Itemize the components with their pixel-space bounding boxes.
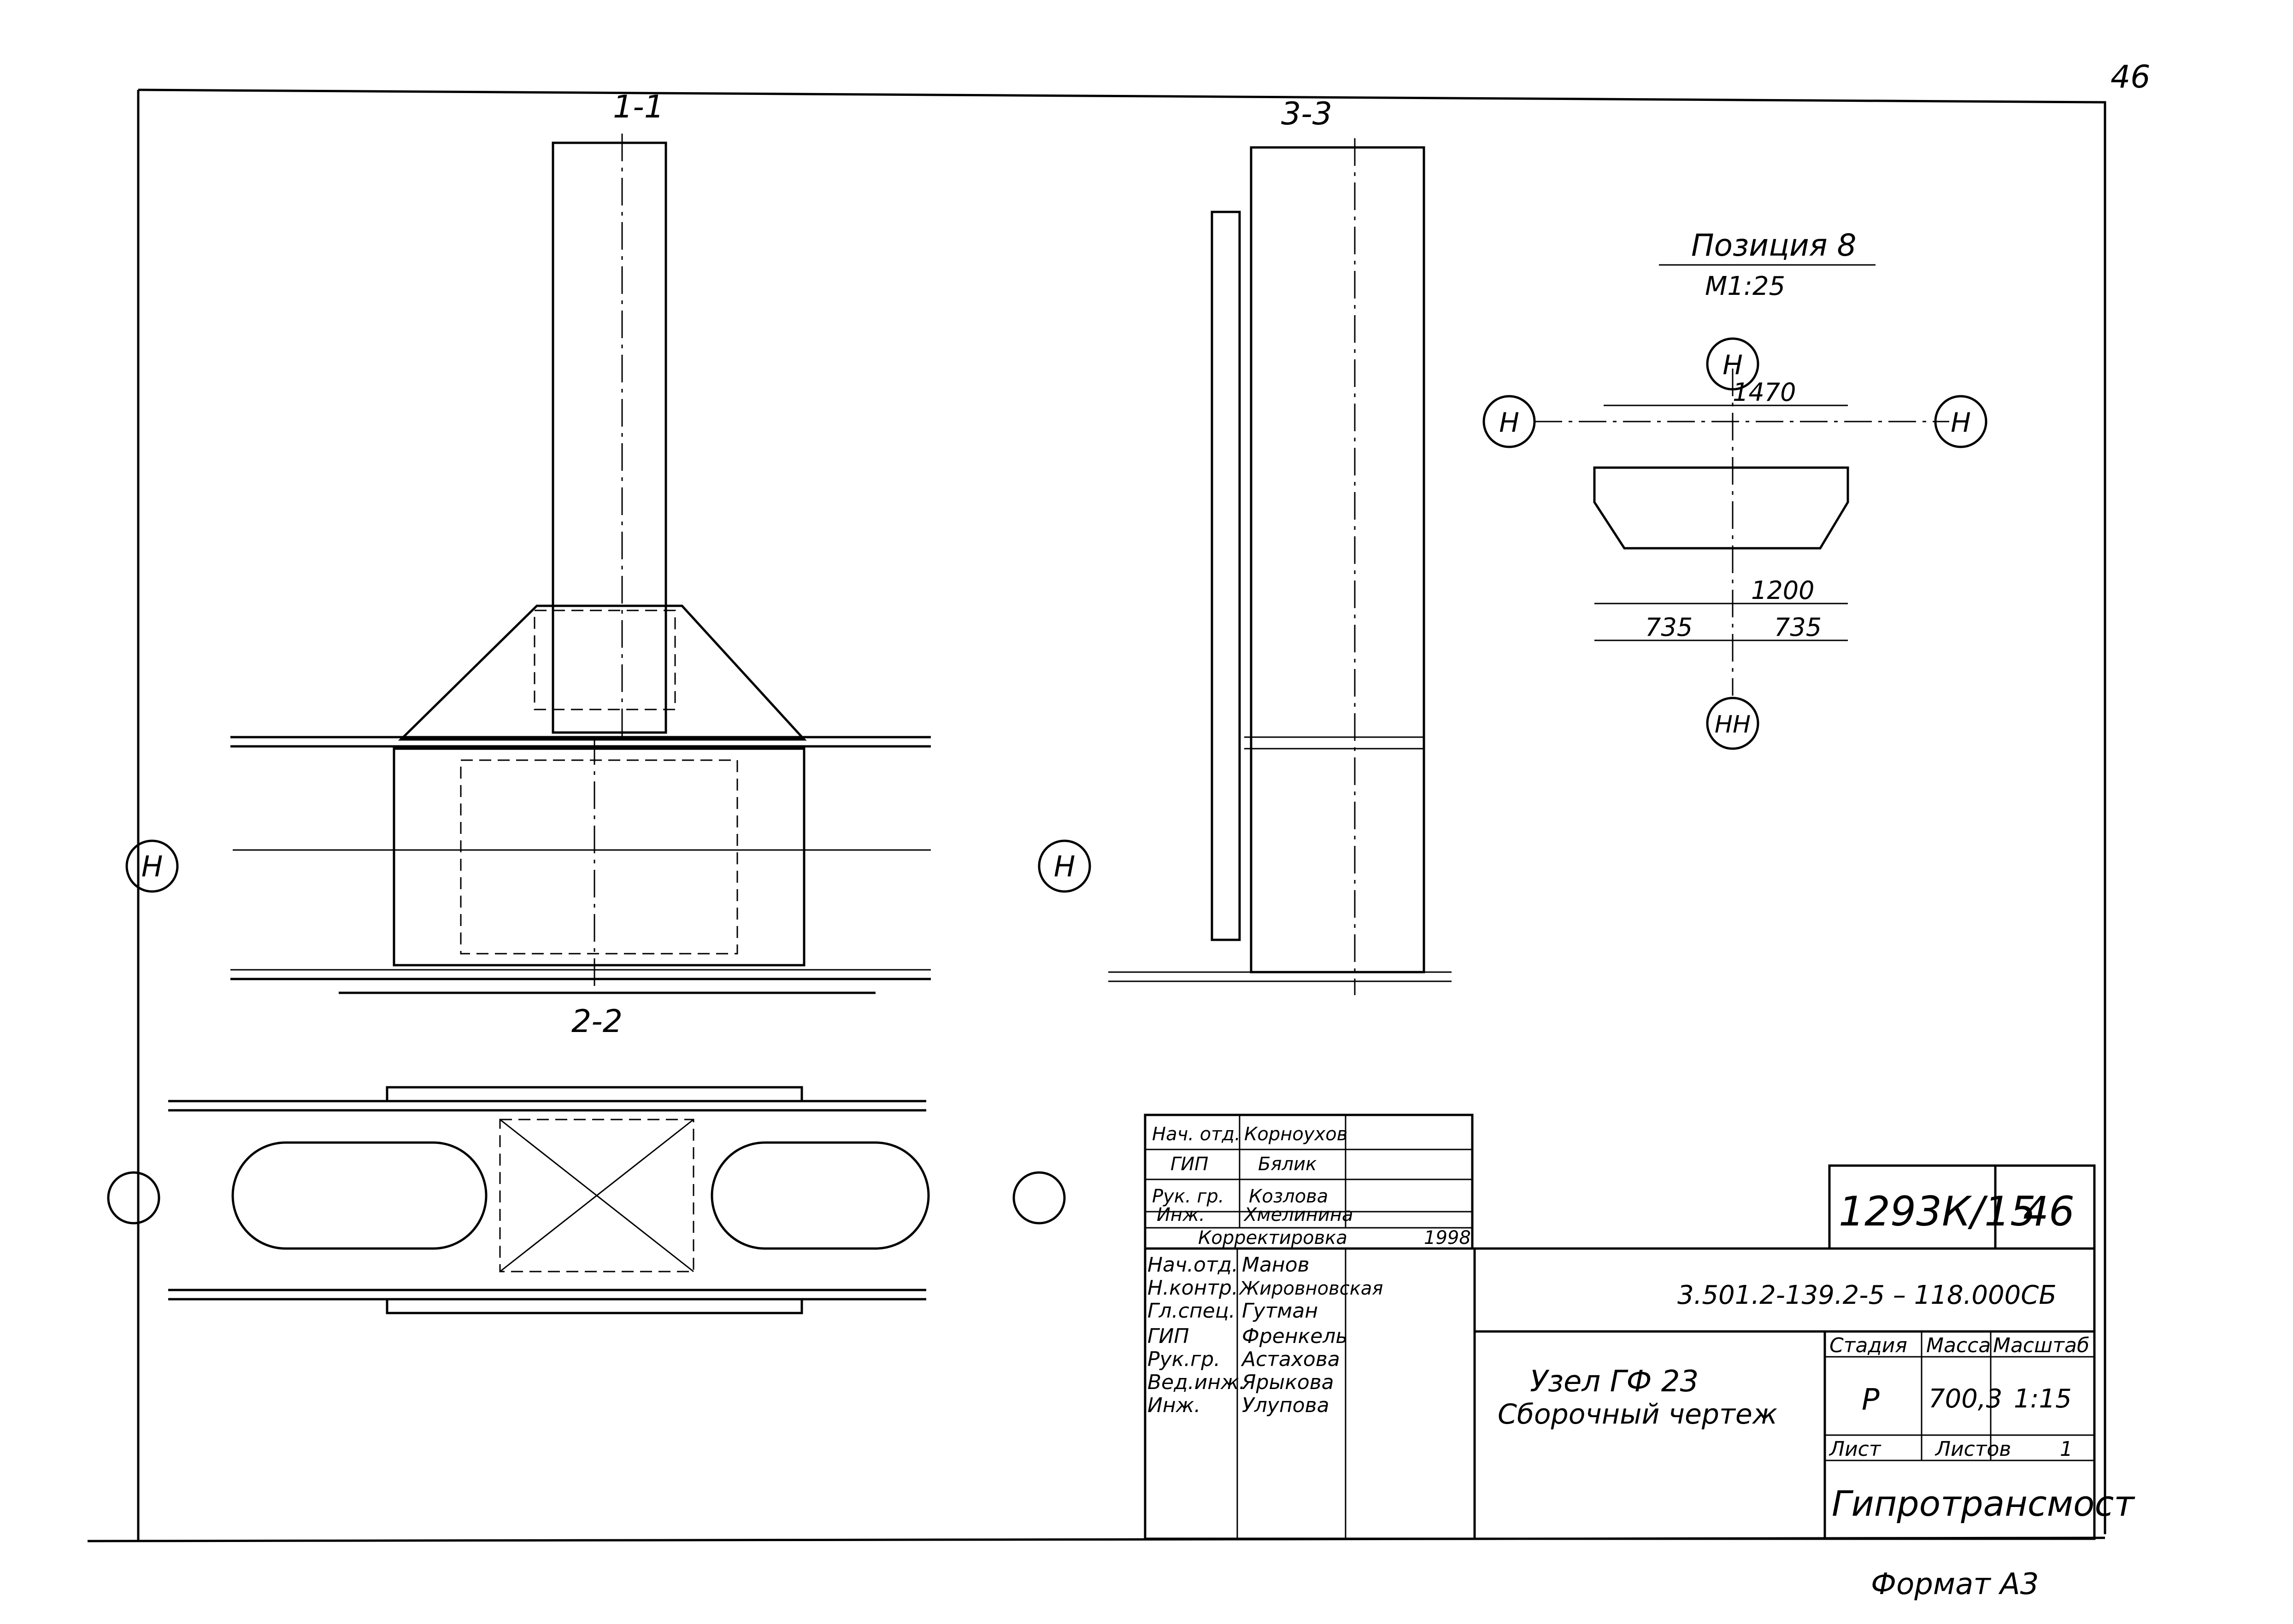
drawing-title-line1: Узел ГФ 23: [1530, 1365, 1699, 1399]
page-number: 46: [2111, 59, 2151, 95]
sig-name-1: Жировновская: [1238, 1278, 1383, 1299]
axis-label-left: Н: [141, 850, 163, 883]
sig-top-name-3: Хмелинина: [1243, 1204, 1353, 1225]
pos8-axis-top: Н: [1723, 349, 1743, 381]
section-1-1-title: 1-1: [613, 89, 664, 125]
document-code: 3.501.2-139.2-5 – 118.000СБ: [1677, 1280, 2057, 1310]
sig-name-6: Улупова: [1242, 1394, 1329, 1417]
section-2-2-title: 2-2: [571, 1003, 623, 1040]
scale-label: Масштаб: [1993, 1334, 2089, 1357]
sheets-label: Листов: [1934, 1437, 2011, 1461]
axis-markers: Н Н: [107, 839, 1091, 1225]
title-block: Нач. отд. Корноухов ГИП Бялик Рук. гр. К…: [1144, 1114, 2135, 1540]
doc-sheet: 46: [2023, 1188, 2075, 1235]
mass-label: Масса: [1926, 1334, 1991, 1357]
sig-role-1: Н.контр.: [1147, 1276, 1238, 1300]
sheets-value: 1: [2060, 1437, 2073, 1461]
sig-name-3: Френкель: [1242, 1325, 1347, 1348]
pos8-axis-left: Н: [1499, 407, 1519, 438]
sheet-frame: [87, 88, 2106, 1542]
sig-top-role-0: Нач. отд.: [1152, 1124, 1241, 1145]
sig-top-role-2: Рук. гр.: [1152, 1186, 1224, 1207]
stage-label: Стадия: [1829, 1334, 1907, 1357]
scale-value: 1:15: [2014, 1384, 2072, 1414]
sig-role-3: ГИП: [1147, 1325, 1189, 1348]
sheet-format: Формат А3: [1871, 1567, 2039, 1601]
sig-top-name-1: Бялик: [1258, 1154, 1317, 1175]
doc-id: 1293К/15: [1839, 1188, 2036, 1235]
pos8-dim-735-left: 735: [1645, 613, 1693, 642]
section-3-3-title: 3-3: [1281, 96, 1332, 132]
sig-name-0: Манов: [1242, 1253, 1310, 1277]
mass-value: 700,3: [1928, 1384, 2002, 1414]
organization: Гипротрансмост: [1832, 1483, 2135, 1524]
pos8-dim-1200: 1200: [1751, 576, 1814, 605]
axis-label-right: Н: [1054, 850, 1076, 883]
position-8-detail: Позиция 8 М1:25 Н Н Н НН 1470 1200 735 7…: [1482, 228, 1987, 750]
sig-role-6: Инж.: [1147, 1394, 1200, 1417]
drawing-title-line2: Сборочный чертеж: [1498, 1398, 1777, 1431]
sig-name-4: Астахова: [1241, 1348, 1340, 1371]
side-view-3-3: [1108, 138, 1452, 995]
sig-role-5: Вед.инж.: [1147, 1371, 1246, 1394]
position-8-title: Позиция 8: [1691, 228, 1857, 263]
sig-name-5: Ярыкова: [1241, 1371, 1334, 1394]
pos8-axis-right: Н: [1951, 407, 1971, 438]
plan-view-2-2: [168, 1086, 930, 1314]
correction-label: Корректировка: [1198, 1227, 1347, 1249]
correction-year: 1998: [1424, 1227, 1471, 1249]
sig-top-name-2: Козлова: [1249, 1186, 1328, 1207]
main-elevation-view: [230, 134, 931, 994]
pos8-dim-1470: 1470: [1733, 378, 1796, 407]
stage-value: Р: [1862, 1383, 1880, 1417]
sheet-label: Лист: [1829, 1437, 1881, 1461]
position-8-scale: М1:25: [1705, 271, 1785, 301]
sig-role-2: Гл.спец.: [1147, 1299, 1235, 1323]
sig-top-name-0: Корноухов: [1244, 1124, 1347, 1145]
sig-role-0: Нач.отд.: [1147, 1253, 1238, 1277]
sig-top-role-1: ГИП: [1170, 1154, 1208, 1175]
sig-top-role-3: Инж.: [1157, 1204, 1205, 1225]
sig-role-4: Рук.гр.: [1147, 1348, 1220, 1371]
pos8-axis-bottom: НН: [1715, 711, 1751, 739]
pos8-dim-735-right: 735: [1774, 613, 1822, 642]
sig-name-2: Гутман: [1242, 1299, 1318, 1323]
